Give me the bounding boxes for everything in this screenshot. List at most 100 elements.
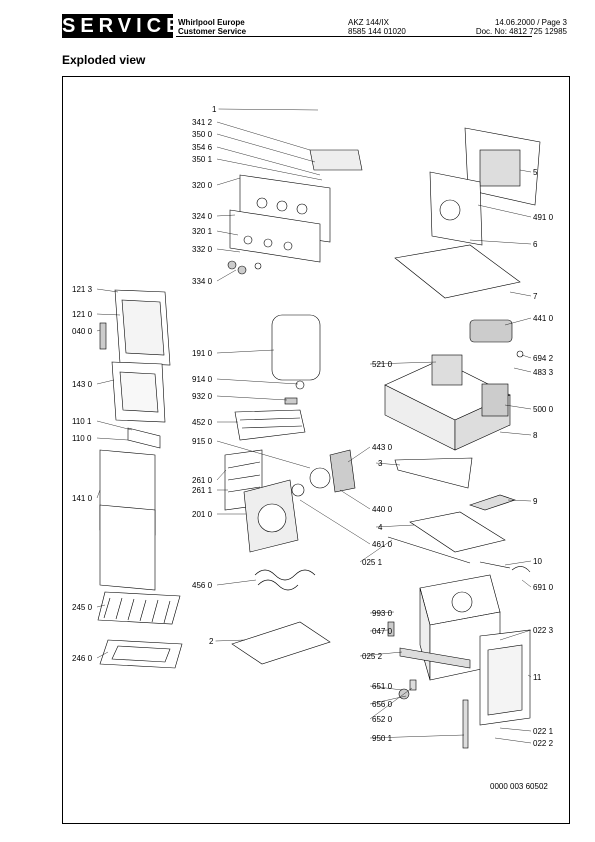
part-label: 110 1 <box>72 417 92 426</box>
leader-line <box>96 604 106 608</box>
leader-line <box>96 288 119 293</box>
part-label: 443 0 <box>372 443 393 452</box>
leader-line <box>216 395 288 401</box>
shelf-support-part <box>234 409 306 441</box>
leader-line <box>96 437 129 441</box>
leader-line <box>509 291 532 297</box>
leader-line <box>216 349 275 354</box>
part-label: 022 2 <box>533 739 554 748</box>
leader-line <box>216 248 241 253</box>
leader-line <box>216 177 241 186</box>
knob-part <box>227 260 237 270</box>
leader-line <box>216 230 239 236</box>
part-label: 491 0 <box>533 213 554 222</box>
leader-line <box>216 269 237 282</box>
part-label: 354 6 <box>192 143 213 152</box>
drawing-number: 0000 003 60502 <box>490 782 548 791</box>
leader-line <box>521 579 532 588</box>
part-label: 691 0 <box>533 583 554 592</box>
company-name: Whirlpool Europe <box>178 18 245 27</box>
leader-line <box>494 737 532 744</box>
leader-line <box>504 560 532 566</box>
top-plate-part <box>394 244 521 299</box>
leader-line <box>369 361 437 365</box>
leader-line <box>513 367 532 373</box>
leader-line <box>347 446 371 463</box>
baking-tray-part <box>99 639 183 669</box>
leader-line <box>477 204 532 218</box>
part-label: 143 0 <box>72 380 93 389</box>
leader-line <box>519 169 532 173</box>
leader-line <box>369 687 413 720</box>
leader-line <box>369 734 465 739</box>
front-panel-part <box>229 209 321 263</box>
leader-line <box>216 214 236 217</box>
leader-line <box>96 489 101 499</box>
leader-line <box>359 651 403 657</box>
leader-line <box>96 379 115 385</box>
header-rule <box>176 36 532 37</box>
part-label: 121 0 <box>72 310 93 319</box>
part-label: 9 <box>533 497 538 506</box>
leader-line <box>369 695 407 705</box>
part-label: 025 2 <box>362 652 383 661</box>
part-label: 332 0 <box>192 245 213 254</box>
leader-line <box>216 146 321 176</box>
tangential-fan-part <box>469 319 513 343</box>
part-label: 261 1 <box>192 486 213 495</box>
leader-line <box>504 404 532 410</box>
leader-line <box>216 469 227 481</box>
leader-line <box>216 579 257 586</box>
part-label: 651 0 <box>372 682 393 691</box>
part-label: 047 0 <box>372 627 393 636</box>
leader-line <box>521 354 532 359</box>
department-name: Customer Service <box>178 27 247 36</box>
leader-line <box>369 629 389 632</box>
part-label: 320 0 <box>192 181 213 190</box>
part-label: 441 0 <box>533 314 554 323</box>
part-label: 11 <box>533 673 542 682</box>
part-label: 121 3 <box>72 285 93 294</box>
part-label: 245 0 <box>72 603 93 612</box>
switch-part <box>431 354 463 386</box>
leader-line <box>216 133 316 163</box>
part-label: 110 0 <box>72 434 92 443</box>
part-label: 350 1 <box>192 155 213 164</box>
part-label: 2 <box>209 637 214 646</box>
header-doc-block: 14.06.2000 / Page 3 Doc. No: 4812 725 12… <box>476 18 567 36</box>
part-label: 341 2 <box>192 118 213 127</box>
part-label: 025 1 <box>362 558 383 567</box>
part-label: 483 3 <box>533 368 554 377</box>
bottom-cover-part <box>409 511 506 553</box>
fan-motor-part <box>329 449 356 493</box>
header-company-block: Whirlpool Europe Customer Service <box>178 18 246 36</box>
grid-shelf-part <box>97 591 181 625</box>
leader-line <box>216 121 311 151</box>
clip-part <box>469 494 516 511</box>
leader-line <box>216 158 323 181</box>
leader-line <box>218 108 319 111</box>
part-label: 440 0 <box>372 505 393 514</box>
part-label: 7 <box>533 292 538 301</box>
bottom-plate-part <box>231 621 331 665</box>
date-page: 14.06.2000 / Page 3 <box>494 18 567 27</box>
bracket-part <box>309 149 363 171</box>
part-label: 246 0 <box>72 654 93 663</box>
header-model-block: AKZ 144/IX 8585 144 01020 <box>348 18 406 36</box>
part-label: 191 0 <box>192 349 213 358</box>
leader-line <box>339 489 371 510</box>
leader-line <box>499 727 532 732</box>
leader-line <box>359 539 393 563</box>
part-label: 950 1 <box>372 734 393 743</box>
part-label: 4 <box>378 523 383 532</box>
side-bar-part <box>394 457 473 489</box>
model-name: AKZ 144/IX <box>348 18 389 27</box>
leader-line <box>369 685 403 691</box>
part-label: 022 3 <box>533 626 554 635</box>
leader-line <box>527 674 532 678</box>
leader-line <box>469 239 532 245</box>
light-cover-part <box>271 314 321 381</box>
part-label: 350 0 <box>192 130 213 139</box>
leader-line <box>215 639 246 642</box>
